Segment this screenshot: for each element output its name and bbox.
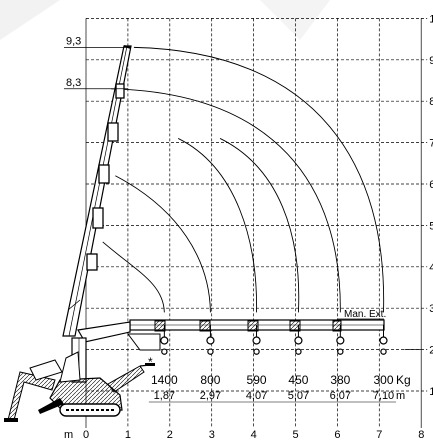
y-tick-label: 5 <box>429 220 433 232</box>
background-shape <box>260 0 330 40</box>
load-value: 1400 <box>151 373 178 387</box>
crane-base <box>4 337 155 422</box>
load-unit: Kg <box>396 373 411 387</box>
hook-icon <box>253 348 260 355</box>
y-tick-label: 3 <box>429 303 433 315</box>
hook-block <box>294 336 303 345</box>
radius-value: 1,87 <box>154 390 175 402</box>
radius-value: 2,97 <box>200 390 221 402</box>
y-tick-label: 4 <box>429 262 433 274</box>
reach-curve <box>177 138 257 313</box>
radius-unit: m <box>396 390 405 402</box>
radius-value: 6,07 <box>330 390 351 402</box>
radius-value: 4,07 <box>246 390 267 402</box>
hook-icon <box>295 348 302 355</box>
y-tick-label: 9 <box>429 55 433 67</box>
x-tick-label: 6 <box>334 429 340 439</box>
telescopic-boom <box>62 45 132 337</box>
reach-curve <box>219 138 300 313</box>
labels: 0 1 2 3 4 5 6 7 8 1 2 3 4 5 6 7 8 9 10 9,3 8,3 1400 1,87 800 2,9… <box>64 13 433 441</box>
x-tick-label: 5 <box>293 429 299 439</box>
x-axis-unit: m <box>64 429 73 439</box>
hook-icon <box>337 348 344 355</box>
height-mark-label: 8,3 <box>66 77 81 89</box>
horizontal-boom <box>77 318 385 351</box>
reach-curves <box>102 46 385 313</box>
x-tick-label: 7 <box>376 429 382 439</box>
crane-illustration <box>4 45 385 422</box>
y-tick-label: 8 <box>429 96 433 108</box>
x-tick-label: 4 <box>251 429 257 439</box>
x-tick-label: 8 <box>418 429 424 439</box>
load-value: 300 <box>373 373 393 387</box>
load-value: 380 <box>330 373 350 387</box>
height-mark-label: 9,3 <box>66 35 81 47</box>
x-tick-label: 0 <box>83 429 89 439</box>
hook-block <box>336 336 345 345</box>
reach-curve <box>111 88 341 313</box>
hook-block <box>206 336 215 345</box>
load-marker: * <box>148 355 153 369</box>
hook-block <box>252 336 261 345</box>
x-tick-label: 2 <box>167 429 173 439</box>
hook-block <box>379 336 388 345</box>
load-value: 590 <box>247 373 267 387</box>
y-tick-label: 1 <box>429 386 433 398</box>
radius-value: 5,07 <box>288 390 309 402</box>
background-shape <box>0 0 60 40</box>
reach-envelope-curve <box>133 46 385 313</box>
reach-curve <box>115 175 211 313</box>
hook-icon <box>161 348 168 355</box>
x-tick-label: 1 <box>125 429 131 439</box>
hook-block <box>160 336 169 345</box>
hook-icon <box>380 348 387 355</box>
y-tick-label: 2 <box>429 345 433 357</box>
reach-curve <box>102 241 165 313</box>
y-tick-label: 10 <box>429 13 433 25</box>
y-tick-label: 7 <box>429 138 433 150</box>
y-tick-label: 6 <box>429 179 433 191</box>
load-value: 450 <box>288 373 308 387</box>
manual-extension-label: Man. Ext. <box>344 309 386 320</box>
hook-icon <box>207 348 214 355</box>
x-tick-label: 3 <box>209 429 215 439</box>
radius-value: 7,10 <box>373 390 394 402</box>
hooks <box>160 324 388 355</box>
load-value: 800 <box>200 373 220 387</box>
